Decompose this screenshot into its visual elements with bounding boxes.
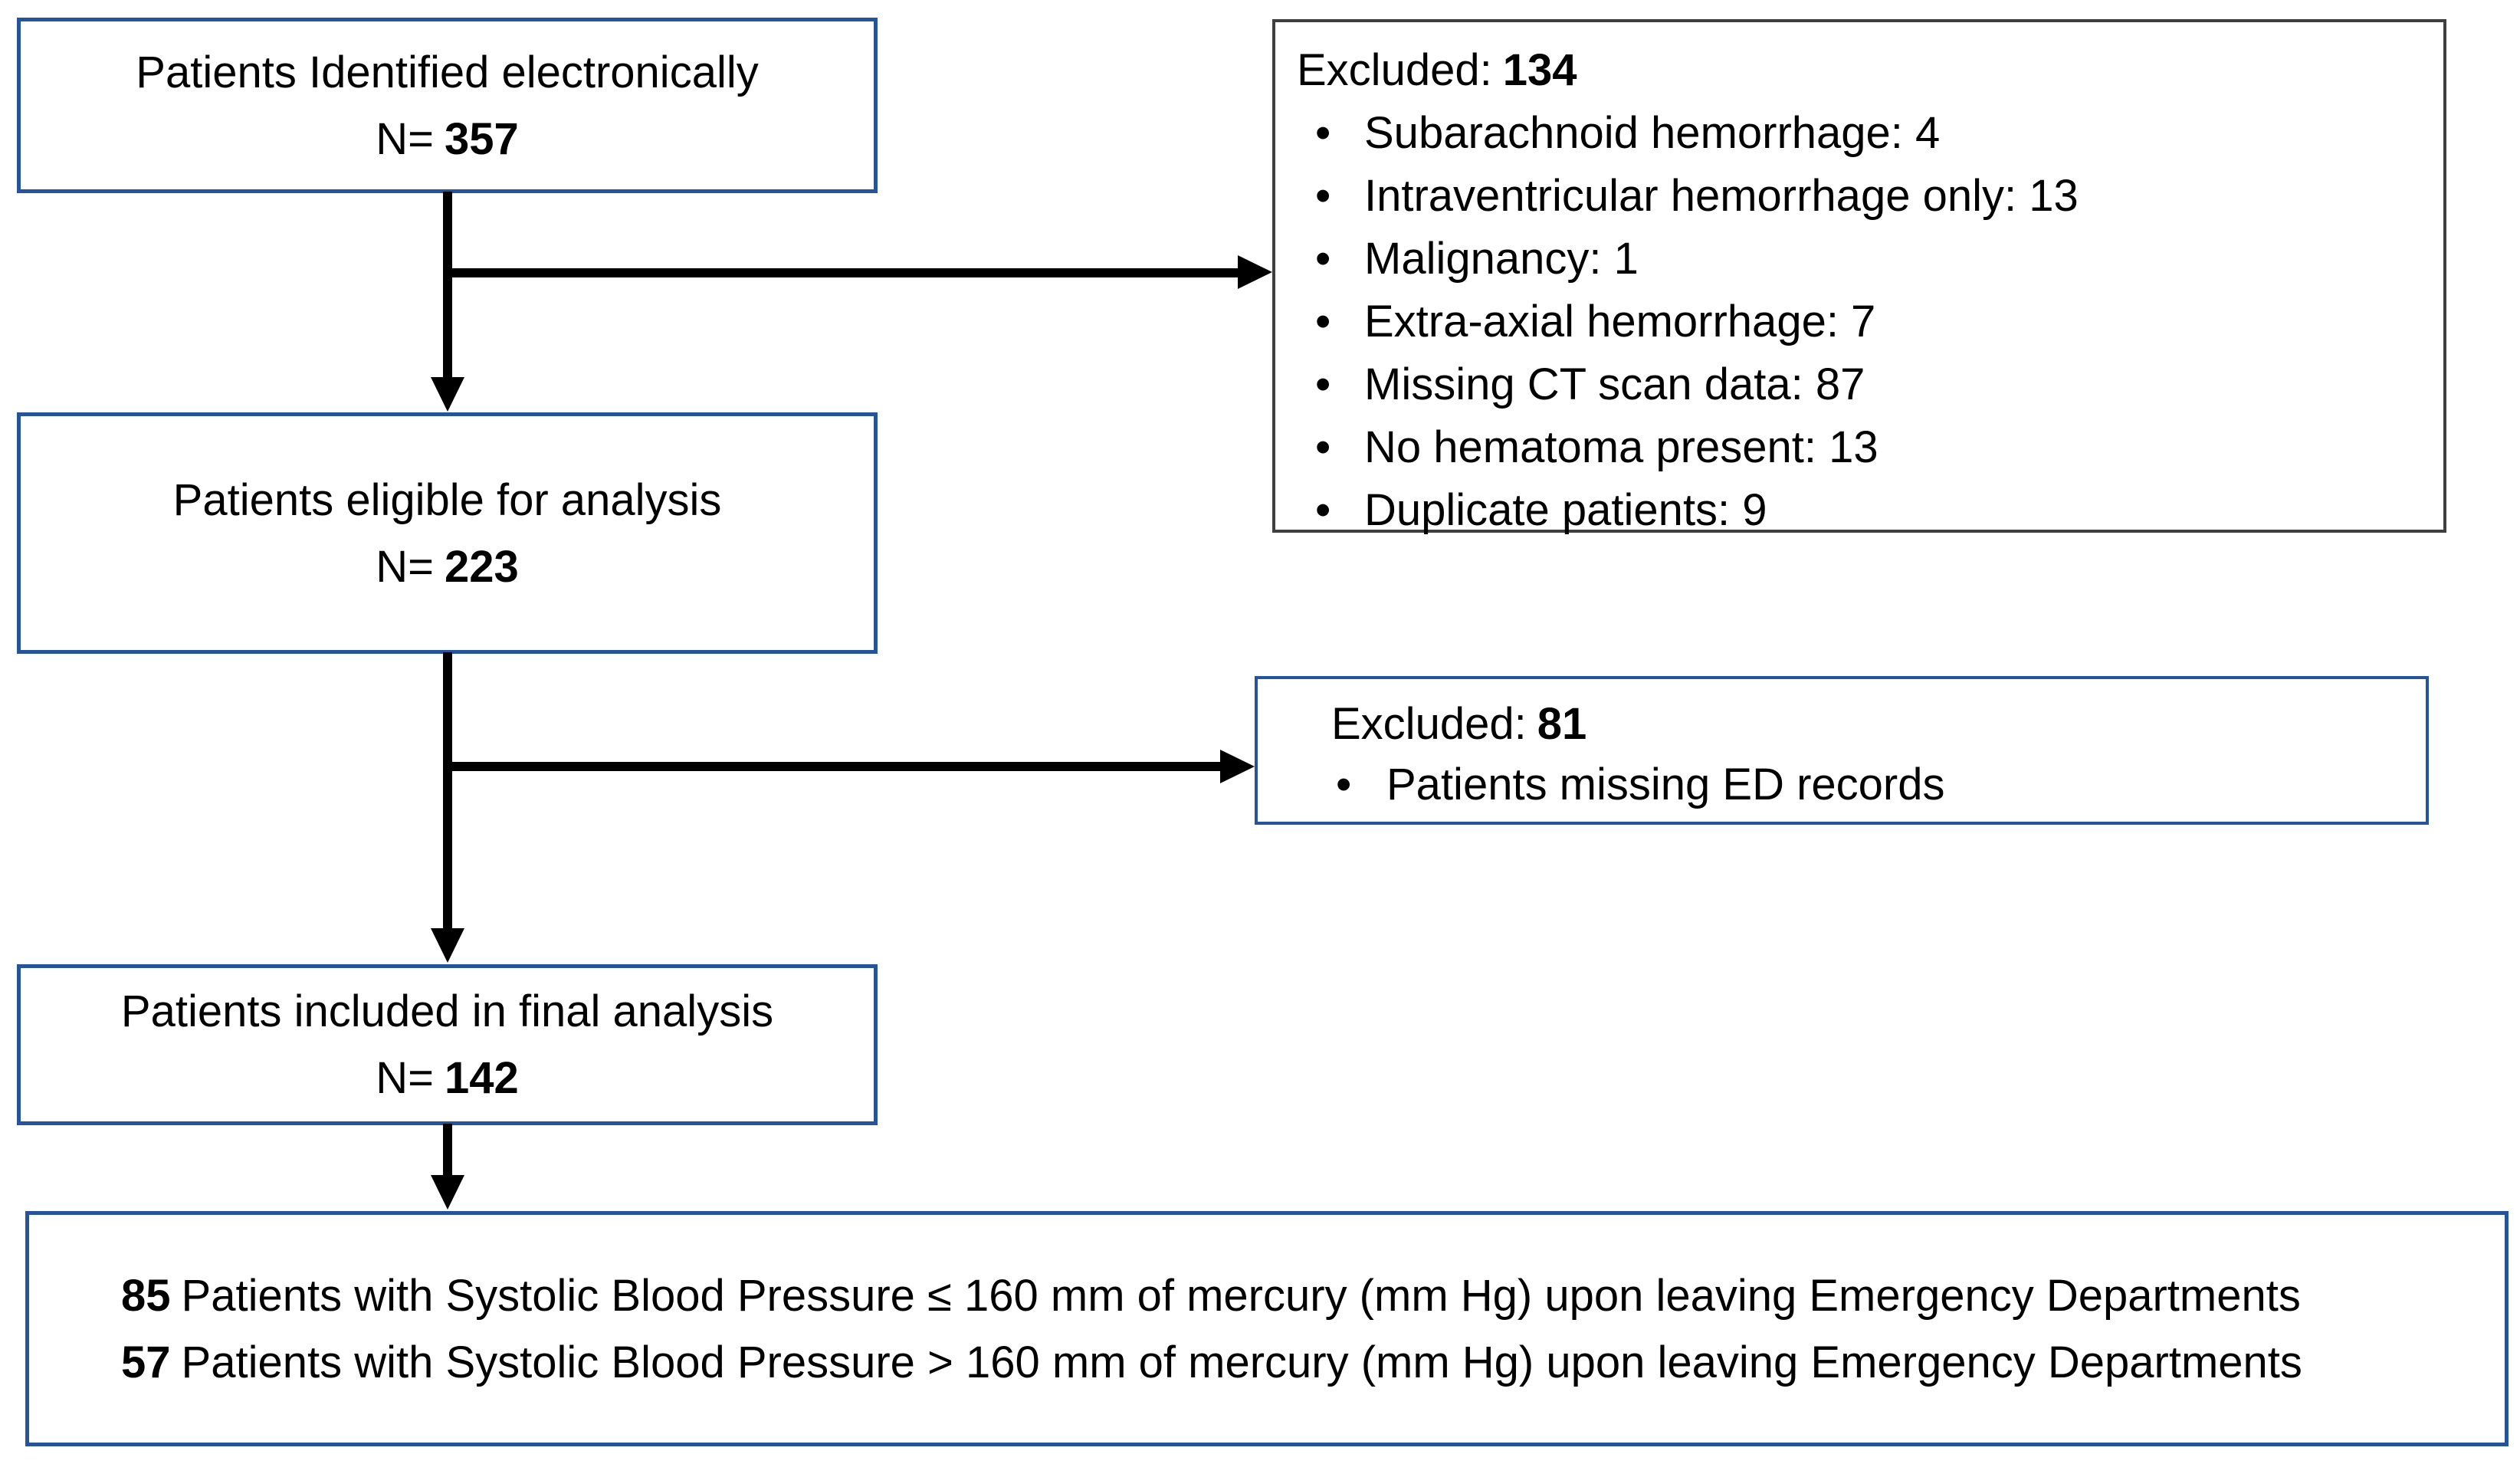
arrowhead-down-1	[431, 377, 464, 412]
connector-stem-2	[443, 652, 452, 928]
flow-box-eligible-n: N=223	[376, 533, 519, 600]
exclusion-box-1-title: Excluded:134	[1297, 39, 2420, 102]
arrowhead-right-2	[1220, 750, 1255, 783]
connector-branch-2	[443, 762, 1220, 771]
flow-box-eligible-label: Patients eligible for analysis	[172, 474, 722, 525]
n-prefix: N=	[376, 113, 434, 164]
connector-stem-1	[443, 192, 452, 377]
excluded-count: 81	[1537, 699, 1587, 749]
flow-box-identified-n: N=357	[376, 106, 519, 172]
connector-stem-3	[443, 1124, 452, 1175]
flow-box-final-n: N=142	[376, 1045, 519, 1111]
exclusion-item: Duplicate patients: 9	[1297, 479, 2420, 542]
outcome-text: Patients with Systolic Blood Pressure > …	[181, 1337, 2302, 1387]
n-value: 223	[444, 541, 519, 592]
exclusion-item: Intraventricular hemorrhage only: 13	[1297, 165, 2420, 228]
n-prefix: N=	[376, 1053, 434, 1103]
n-value: 142	[444, 1053, 519, 1103]
exclusion-item: Malignancy: 1	[1297, 228, 2420, 291]
connector-branch-1	[443, 268, 1238, 277]
flow-box-eligible: Patients eligible for analysis N=223	[17, 412, 878, 654]
flow-box-final: Patients included in final analysis N=14…	[17, 964, 878, 1125]
exclusion-box-2-title: Excluded:81	[1331, 693, 2403, 756]
outcome-count: 85	[121, 1270, 171, 1321]
exclusion-item: No hematoma present: 13	[1297, 416, 2420, 479]
arrowhead-down-3	[431, 1175, 464, 1210]
exclusion-item: Subarachnoid hemorrhage: 4	[1297, 102, 2420, 165]
excluded-count: 134	[1502, 45, 1577, 95]
excluded-label: Excluded:	[1297, 45, 1492, 95]
arrowhead-down-2	[431, 928, 464, 963]
exclusion-box-1: Excluded:134 Subarachnoid hemorrhage: 4 …	[1272, 19, 2446, 542]
outcome-count: 57	[121, 1337, 171, 1387]
flow-box-final-label: Patients included in final analysis	[120, 986, 774, 1036]
flow-box-identified-label: Patients Identified electronically	[136, 47, 759, 97]
outcome-text: Patients with Systolic Blood Pressure ≤ …	[181, 1270, 2301, 1321]
excluded-label: Excluded:	[1331, 699, 1527, 749]
exclusion-box-1-list: Subarachnoid hemorrhage: 4 Intraventricu…	[1297, 102, 2420, 542]
arrowhead-right-1	[1238, 255, 1272, 289]
exclusion-item: Missing CT scan data: 87	[1297, 353, 2420, 416]
n-prefix: N=	[376, 541, 434, 592]
n-value: 357	[444, 113, 519, 164]
flow-box-identified: Patients Identified electronically N=357	[17, 18, 878, 193]
exclusion-box-2: Excluded:81 Patients missing ED records	[1255, 676, 2429, 825]
exclusion-item: Extra-axial hemorrhage: 7	[1297, 291, 2420, 353]
exclusion-item: Patients missing ED records	[1331, 756, 2403, 814]
exclusion-box-2-list: Patients missing ED records	[1331, 756, 2403, 814]
